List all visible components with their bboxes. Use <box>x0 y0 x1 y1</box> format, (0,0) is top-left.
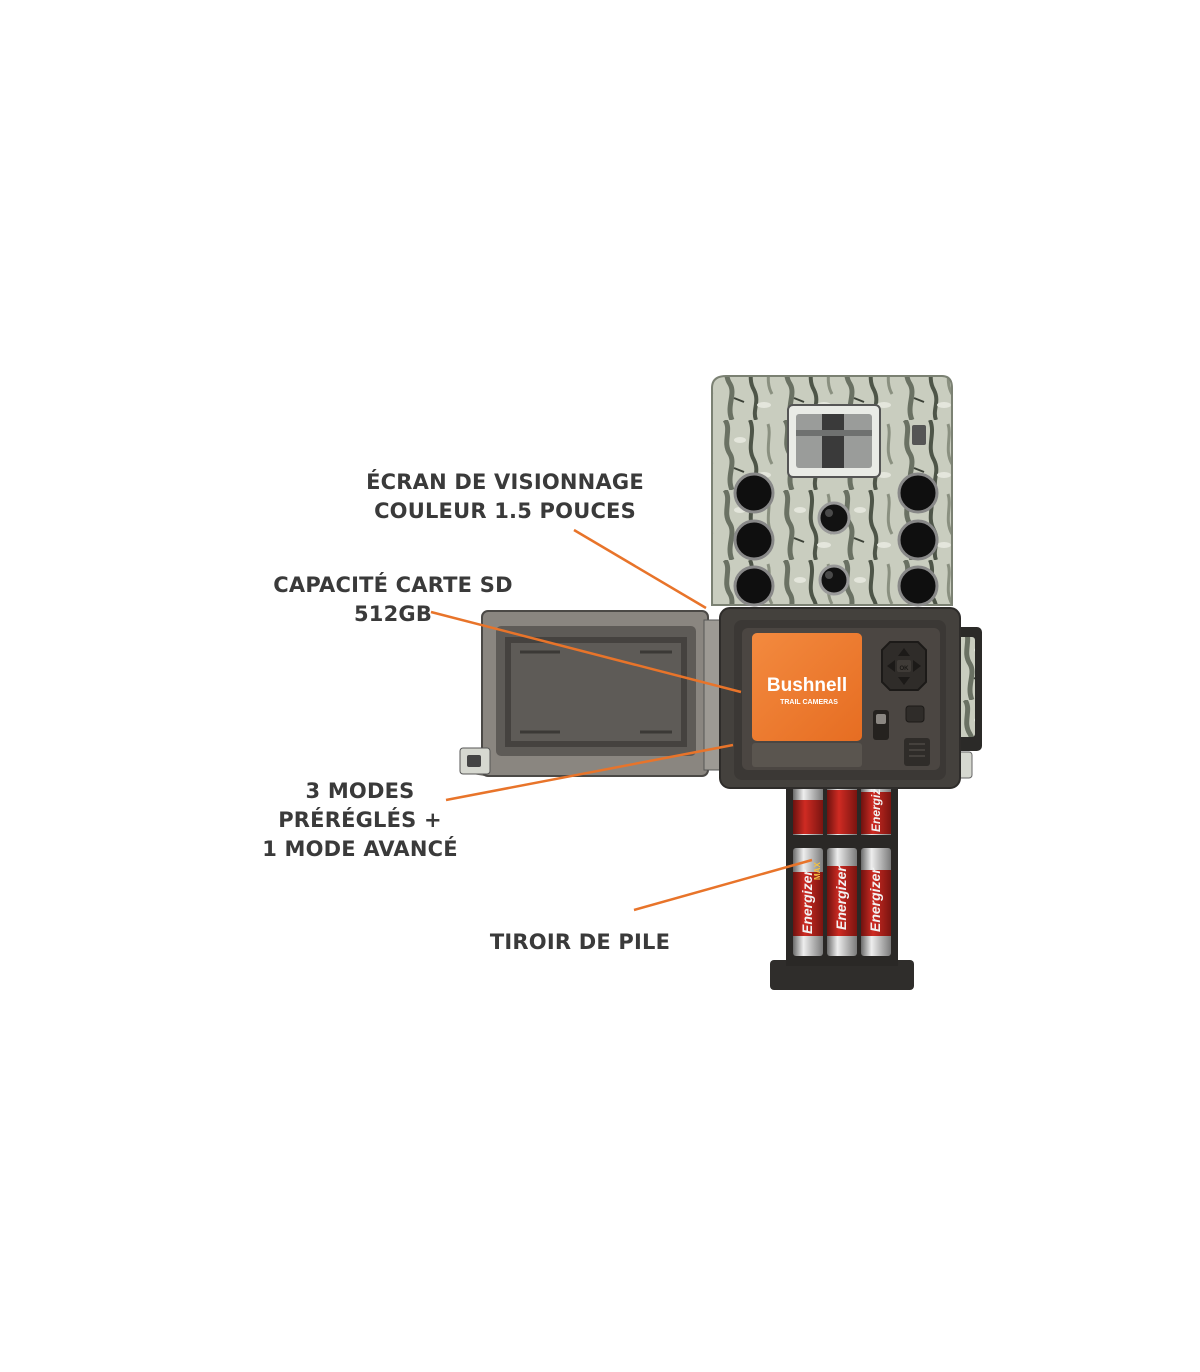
sd-card-slot-lines <box>909 743 925 757</box>
callout-sd-card-line-1: CAPACITÉ CARTE SD <box>273 573 513 597</box>
battery-cell <box>861 792 891 834</box>
battery-cell <box>793 800 823 834</box>
ok-button <box>897 660 911 672</box>
open-door-gasket <box>505 637 687 747</box>
callout-screen-line-2: COULEUR 1.5 POUCES <box>374 499 636 523</box>
control-pad: OK <box>873 641 930 766</box>
camera-lens-glint <box>825 509 833 517</box>
menu-button <box>905 705 925 723</box>
camera-lens <box>818 564 850 596</box>
open-door-ridge <box>520 650 672 734</box>
leader-lines <box>430 528 813 912</box>
left-arrow-icon <box>887 660 895 672</box>
brand-panel <box>752 633 862 741</box>
battery-cell <box>793 872 823 936</box>
callout-modes-line-2: PRÉRÉGLÉS + <box>278 808 442 832</box>
battery-cell <box>827 866 857 936</box>
callout-screen: ÉCRAN DE VISIONNAGE COULEUR 1.5 POUCES <box>360 468 650 526</box>
battery-brand-text: Energizer <box>799 869 815 934</box>
battery-brand-text: Energizer <box>869 776 883 832</box>
callout-battery-tray-line-1: TIROIR DE PILE <box>489 930 671 954</box>
sd-card-slot <box>904 738 930 766</box>
battery-tag-text: MAX <box>813 862 822 880</box>
viewing-screen-area <box>752 743 862 767</box>
door-mount-hole <box>467 755 481 767</box>
leader-line-modes <box>445 743 734 802</box>
ir-led <box>733 472 775 514</box>
callout-modes: 3 MODES PRÉRÉGLÉS + 1 MODE AVANCÉ <box>250 777 470 864</box>
ok-button-label: OK <box>900 666 910 672</box>
pir-sensor-band <box>796 430 872 436</box>
open-door <box>459 610 723 777</box>
light-sensor <box>912 425 926 445</box>
camera-lens <box>817 501 851 535</box>
camera-lens-glint <box>825 571 833 579</box>
camera-body <box>711 375 953 607</box>
pir-sensor-band <box>822 414 844 468</box>
brand-subtitle: TRAIL CAMERAS <box>780 699 838 706</box>
battery-cell <box>861 870 891 936</box>
open-door-inner <box>496 626 696 756</box>
callout-battery-tray: TIROIR DE PILE <box>480 928 680 957</box>
ir-led <box>733 519 775 561</box>
ir-led <box>897 519 939 561</box>
battery-tray: Energizer Energizer Energizer MAX Energi… <box>770 770 914 990</box>
battery-tray-base <box>770 960 914 990</box>
leader-line-screen <box>573 528 707 610</box>
side-latch-camo <box>957 637 975 737</box>
leader-line-sd-card <box>430 610 742 694</box>
brand-logo: Bushnell <box>767 675 847 696</box>
callout-sd-card-line-2: 512GB <box>353 602 433 626</box>
ir-led <box>897 565 939 607</box>
leader-line-battery <box>633 858 813 912</box>
callout-screen-line-1: ÉCRAN DE VISIONNAGE <box>366 470 644 494</box>
control-housing: Bushnell TRAIL CAMERAS OK <box>719 607 961 789</box>
ir-led <box>897 472 939 514</box>
callout-sd-card: CAPACITÉ CARTE SD 512GB <box>258 571 528 629</box>
right-arrow-icon <box>913 660 921 672</box>
power-switch-knob <box>876 714 886 724</box>
battery-brand-text: Energizer <box>867 867 883 932</box>
battery-cell <box>827 790 857 834</box>
down-arrow-icon <box>898 677 910 685</box>
callout-modes-line-3: 1 MODE AVANCÉ <box>262 837 458 861</box>
battery-cells: Energizer Energizer Energizer MAX Energi… <box>793 775 891 956</box>
battery-brand-text: Energizer <box>833 865 849 930</box>
callout-modes-line-1: 3 MODES <box>305 779 415 803</box>
ir-led <box>733 565 775 607</box>
up-arrow-icon <box>898 648 910 656</box>
